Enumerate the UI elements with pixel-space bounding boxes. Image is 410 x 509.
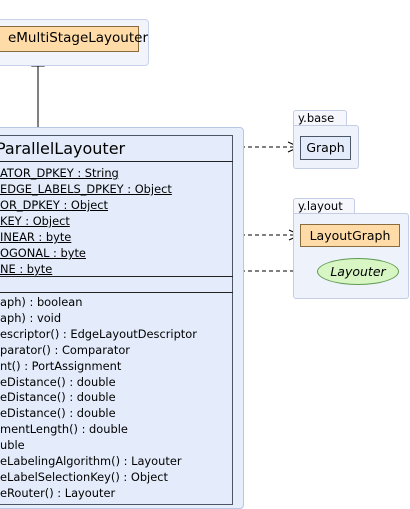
superclass-name: eMultiStageLayouter [7,30,148,46]
interface-layouter[interactable]: Layouter [317,258,399,285]
class-name-divider [0,161,233,162]
class-method: mentLength() : double [0,422,128,437]
package-tab-y-layout: y.layout [293,198,355,214]
class-method: escriptor() : EdgeLayoutDescriptor [0,326,197,341]
class-field: OR_DPKEY : Object [0,198,109,212]
class-field: OGONAL : byte [0,246,86,260]
class-method: aph) : void [0,310,62,325]
class-method: nt() : PortAssignment [0,358,122,373]
class-method: eDistance() : double [0,390,116,405]
class-field: INEAR : byte [0,230,72,244]
class-method: eDistance() : double [0,406,116,421]
package-tab-y-base: y.base [293,110,347,126]
class-method: aph) : boolean [0,295,83,309]
class-name: ParallelLayouter [0,139,126,158]
class-layoutgraph[interactable]: LayoutGraph [300,224,400,247]
class-method: eLabelingAlgorithm() : Layouter [0,454,182,468]
field-divider-lower [0,292,233,293]
class-method: parator() : Comparator [0,342,130,357]
class-method: eLabelSelectionKey() : Object [0,469,168,484]
class-field: EDGE_LABELS_DPKEY : Object [0,182,172,196]
class-field: KEY : Object [0,214,70,228]
class-method: uble [0,438,25,453]
field-divider-upper [0,276,233,277]
class-method: eDistance() : double [0,374,116,389]
class-method: eRouter() : Layouter [0,485,116,500]
class-field: NE : byte [0,262,53,276]
class-graph[interactable]: Graph [300,136,351,160]
class-field: ATOR_DPKEY : String [0,166,119,180]
superclass-box[interactable] [0,26,139,52]
